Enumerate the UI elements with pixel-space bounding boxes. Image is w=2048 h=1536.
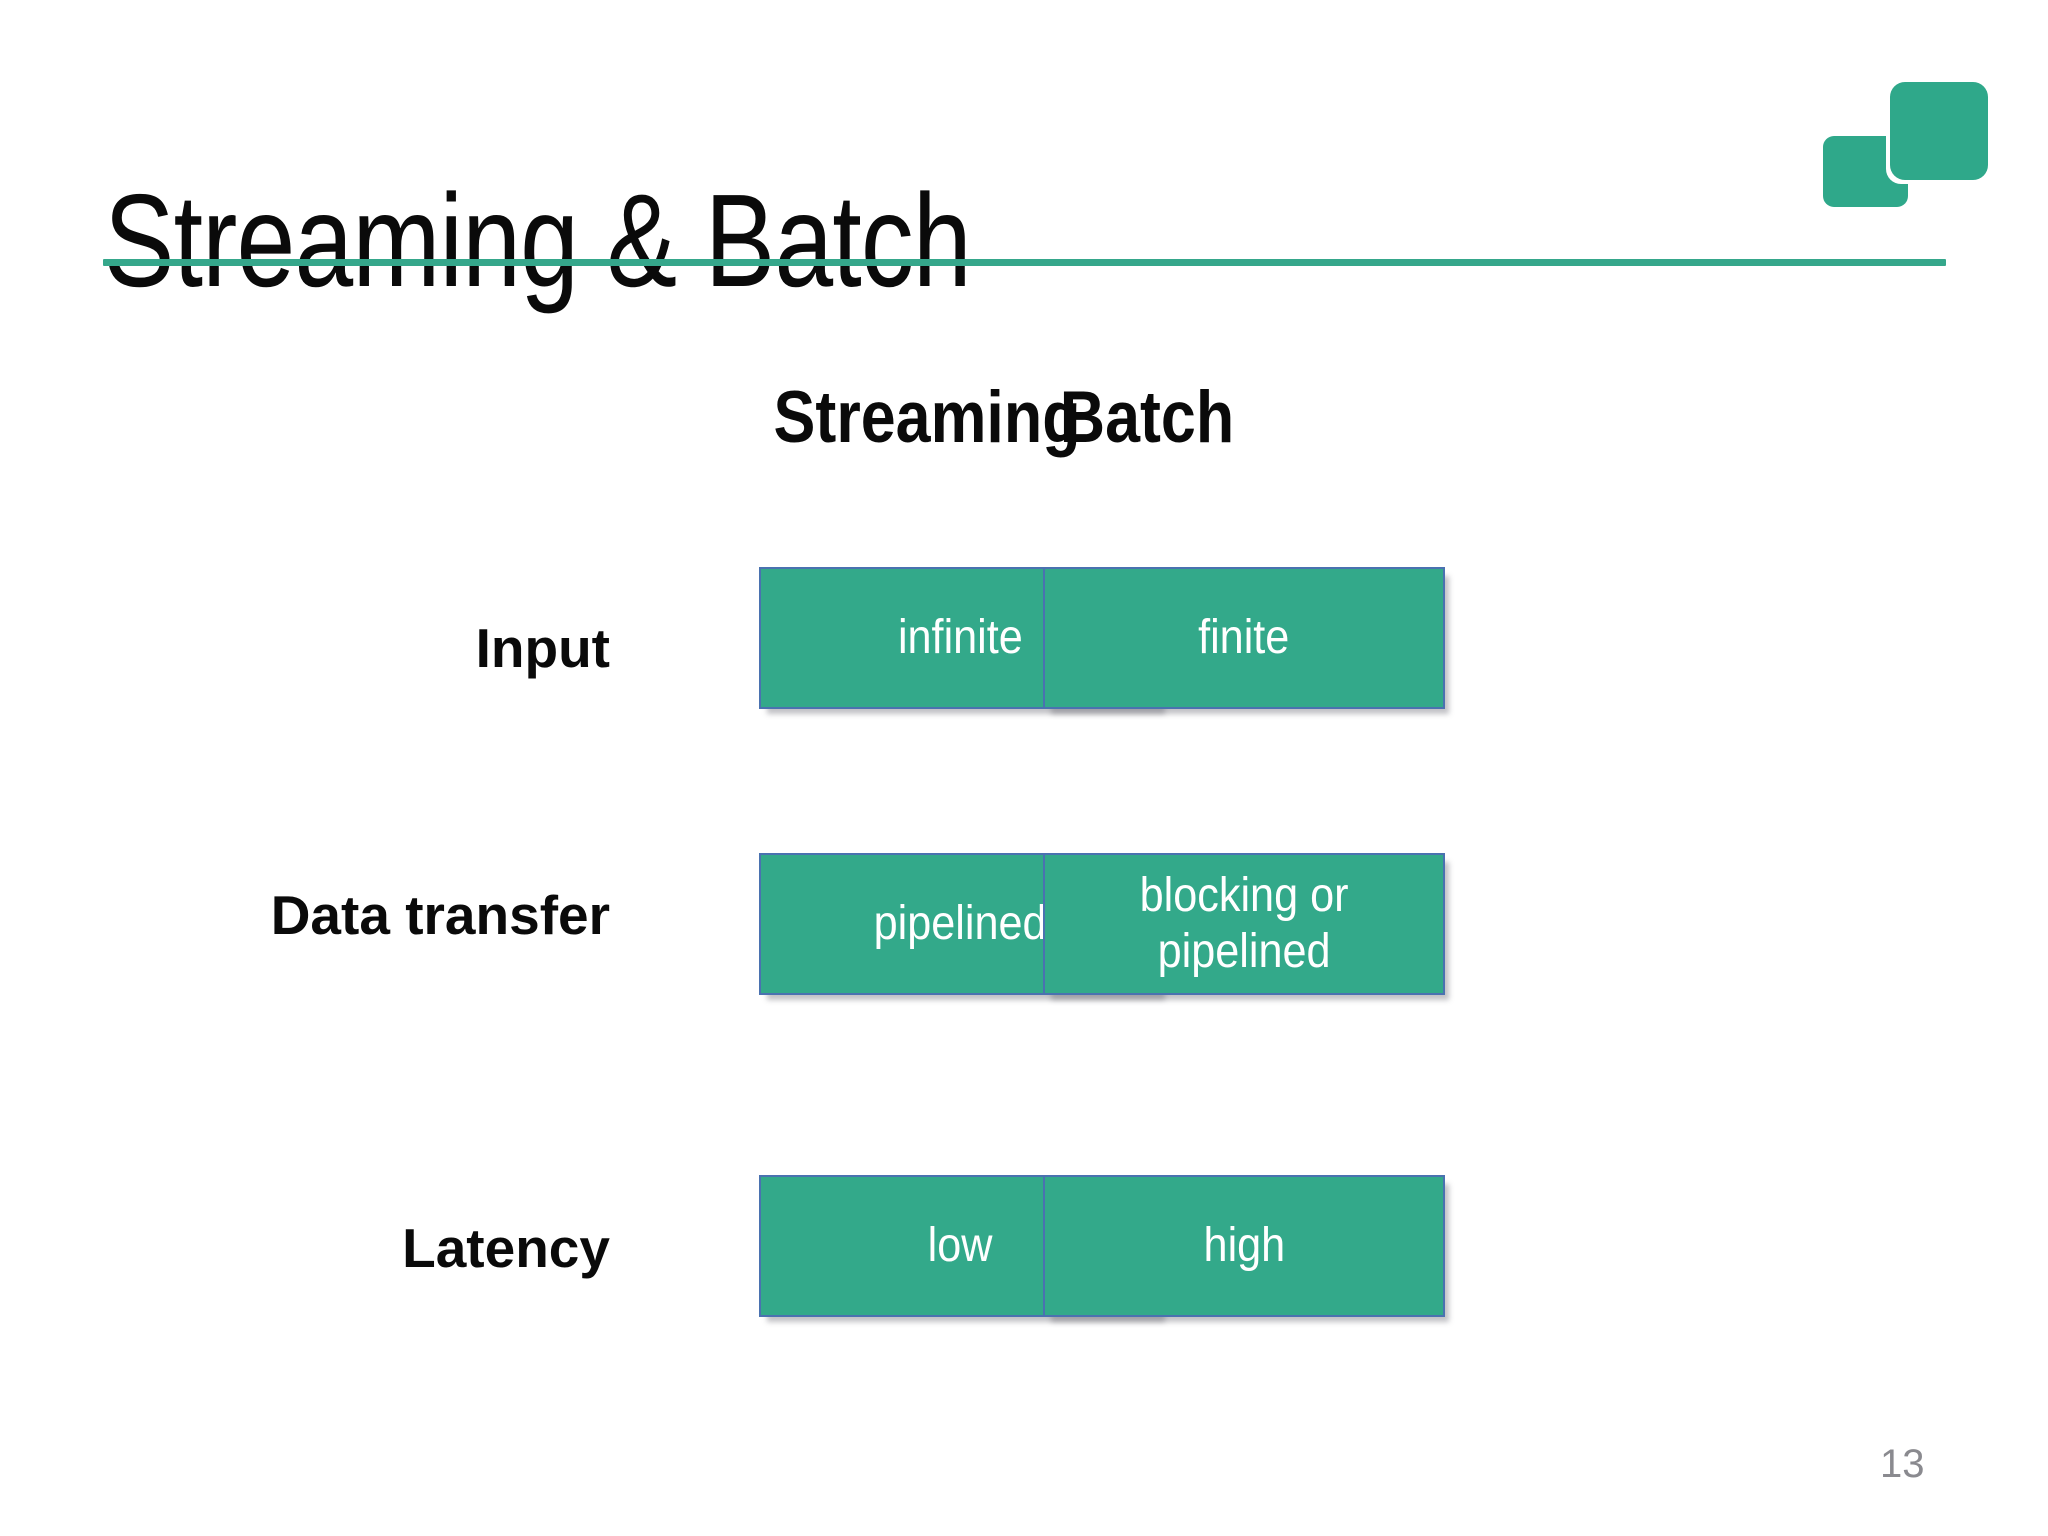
cell-text: finite — [1198, 611, 1290, 665]
cell-text: low — [927, 1219, 993, 1273]
cell-text: pipelined — [873, 897, 1047, 951]
column-header-batch: Batch — [1059, 377, 1235, 458]
page-number: 13 — [1880, 1442, 1925, 1486]
row-label-input: Input — [475, 617, 610, 679]
cell-text: high — [1203, 1219, 1285, 1273]
row-label-data-transfer: Data transfer — [270, 884, 610, 946]
column-header-streaming: Streaming — [773, 377, 1081, 458]
brand-logo — [1823, 82, 1988, 207]
logo-square-front-icon — [1890, 82, 1988, 180]
cell-text: infinite — [897, 611, 1023, 665]
cell-data-transfer-batch: blocking or pipelined — [1043, 853, 1445, 995]
cell-text: blocking or pipelined — [1139, 869, 1349, 978]
row-label-latency: Latency — [402, 1217, 610, 1279]
title-divider — [103, 259, 1946, 266]
cell-input-batch: finite — [1043, 567, 1445, 709]
cell-latency-batch: high — [1043, 1175, 1445, 1317]
page-title: Streaming & Batch — [104, 167, 972, 315]
